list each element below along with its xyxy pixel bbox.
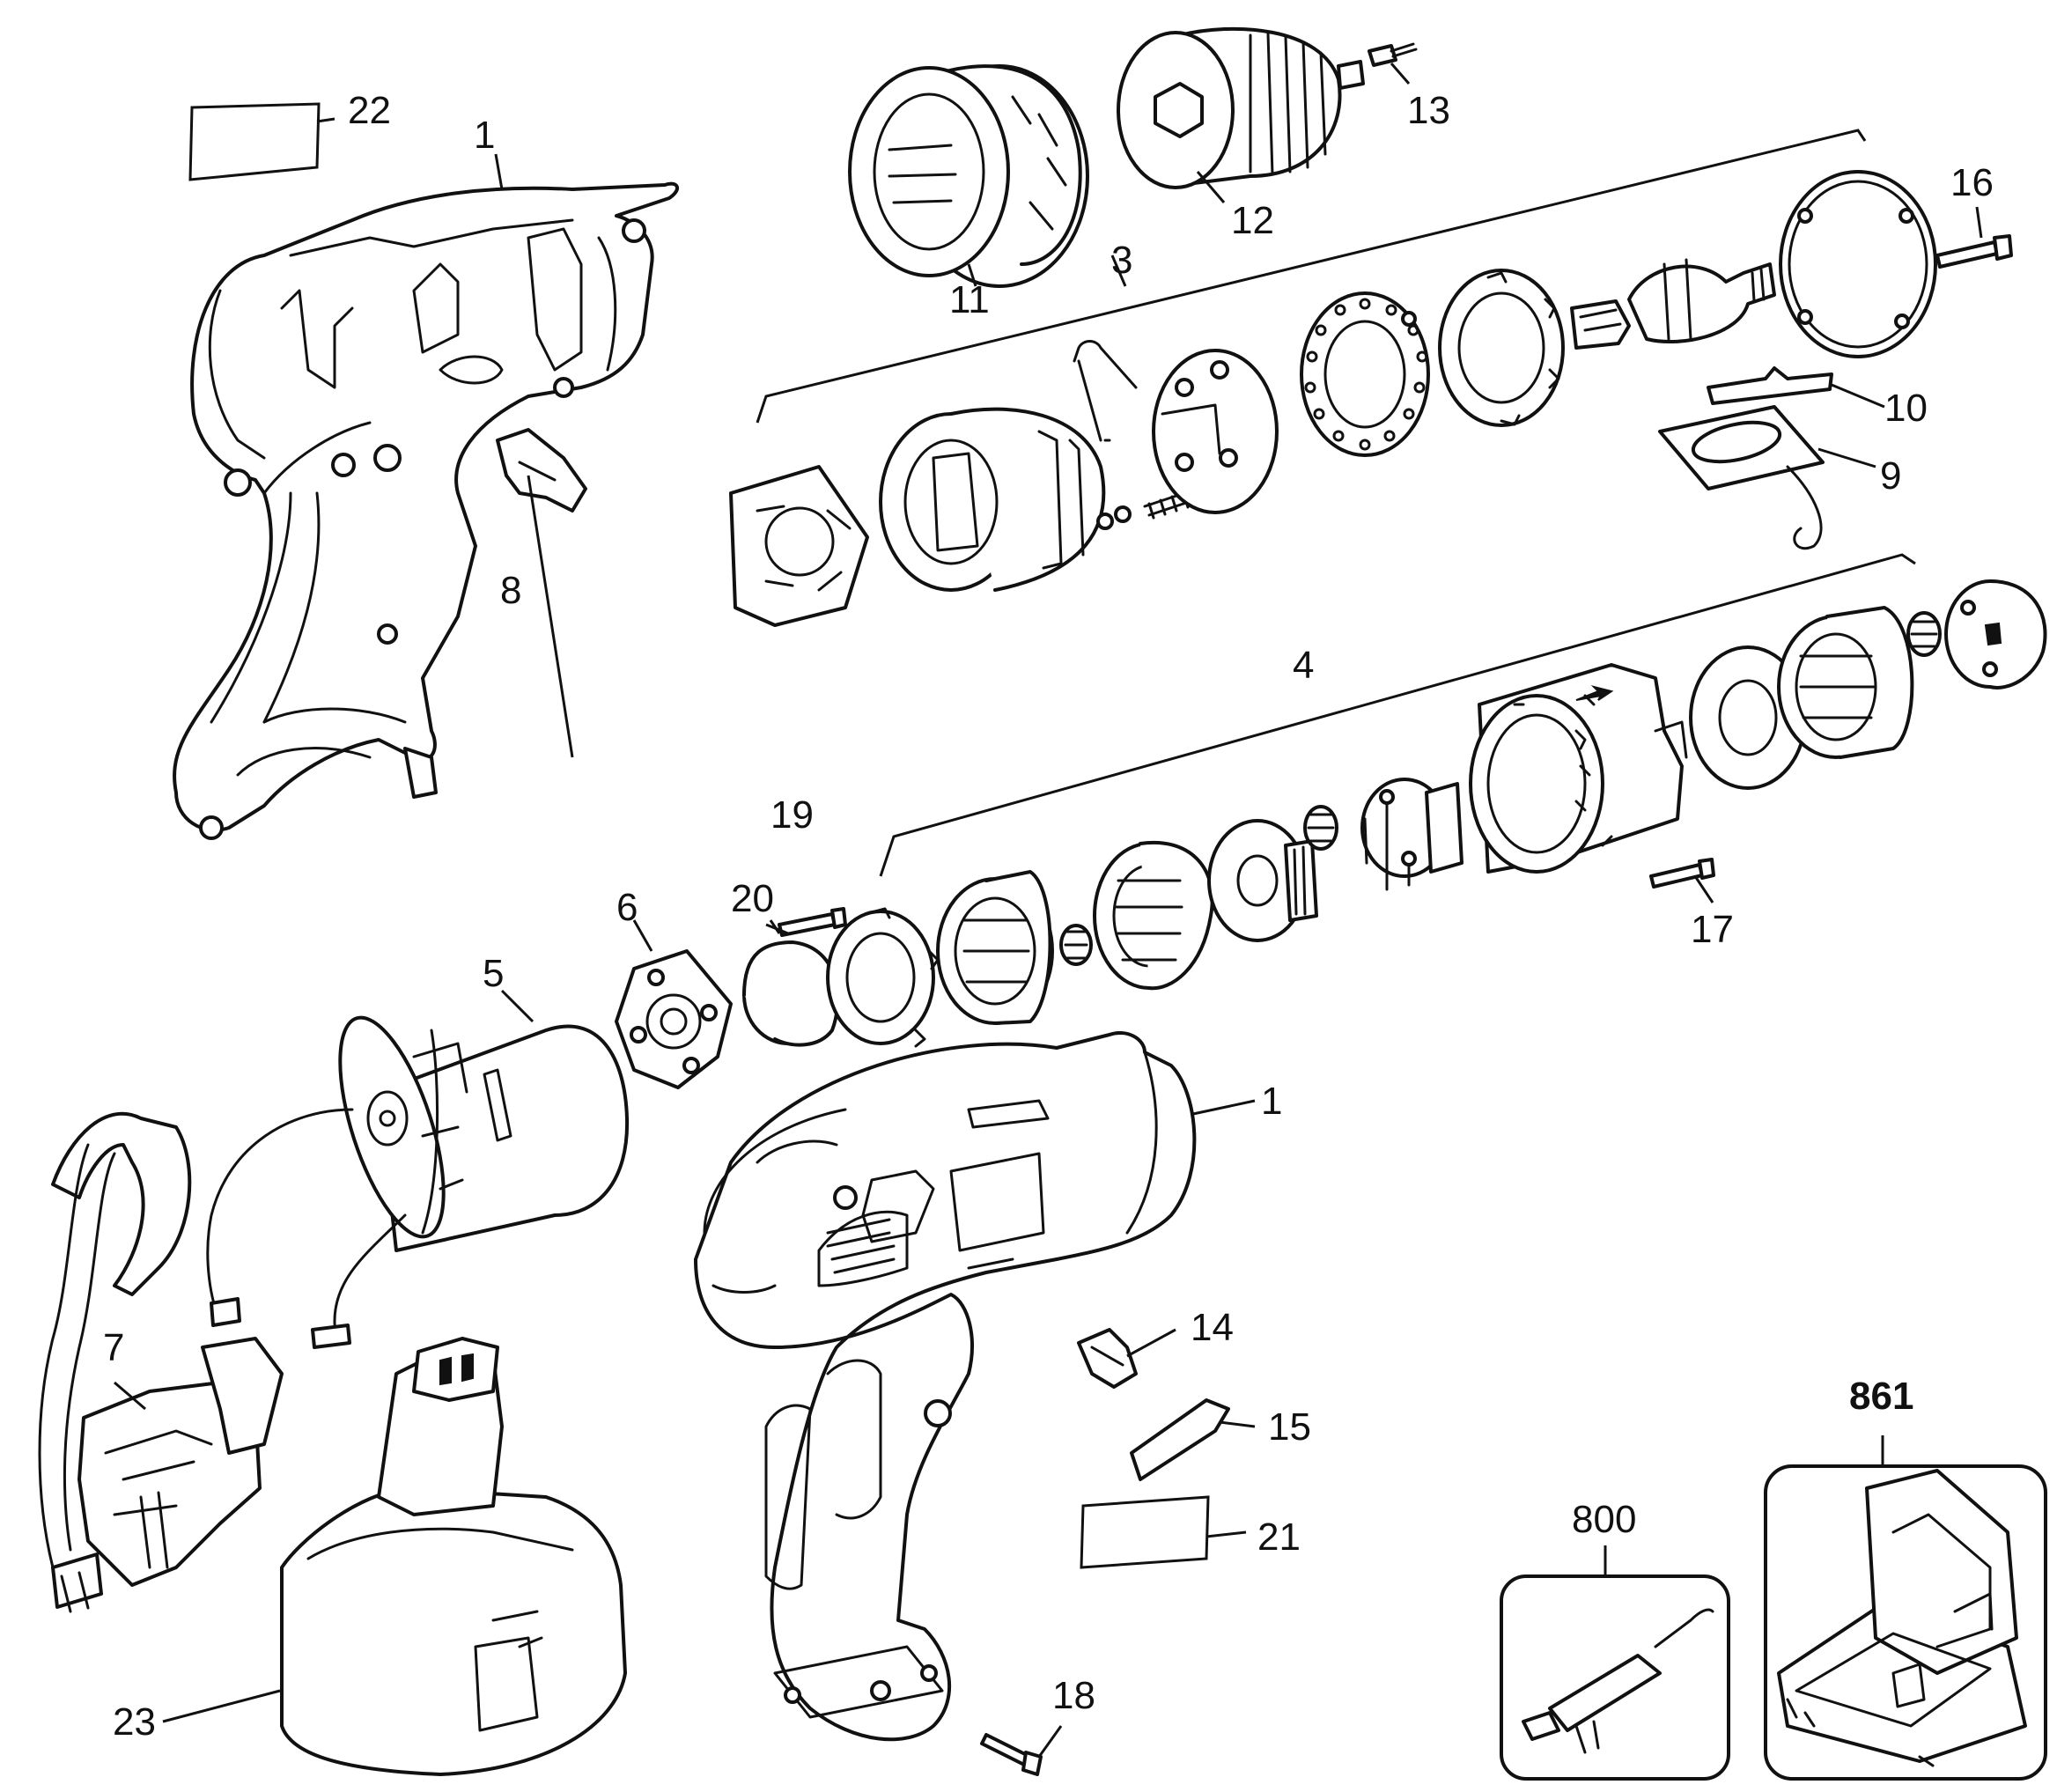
part-5-motor: [206, 1015, 630, 1349]
callout-20: 20: [731, 877, 774, 920]
callout-labels: 22 1 11 12 13 3 16 10 9 8 4 19 20 6 5 17…: [103, 89, 1994, 1744]
ring-holes: [1304, 298, 1428, 451]
callout-800: 800: [1572, 1498, 1636, 1541]
callout-6: 6: [616, 886, 638, 929]
callout-16: 16: [1950, 161, 1994, 204]
part-23-battery: [280, 1337, 627, 1776]
callout-7: 7: [103, 1326, 124, 1369]
callout-21: 21: [1257, 1515, 1301, 1559]
part-18-screw: [980, 1733, 1043, 1776]
callout-11: 11: [949, 278, 990, 321]
part-4-transmission: [742, 579, 2047, 1048]
callout-8: 8: [500, 569, 521, 612]
callout-22: 22: [348, 89, 391, 132]
callout-18: 18: [1052, 1674, 1095, 1717]
bracket-assembly-4: [879, 553, 1916, 877]
callout-15: 15: [1268, 1405, 1311, 1449]
bracket-assembly-3: [756, 129, 1867, 424]
callout-19: 19: [770, 793, 814, 837]
part-16-screw: [1935, 234, 2013, 269]
part-22-label: [188, 102, 321, 181]
part-21-label: [1080, 1495, 1210, 1569]
callout-1-lower: 1: [1261, 1080, 1282, 1123]
callout-9: 9: [1880, 454, 1901, 498]
callout-14: 14: [1191, 1306, 1234, 1349]
part-13-screw: [1368, 42, 1418, 67]
part-8-spring-clip: [496, 428, 587, 513]
callout-23: 23: [113, 1700, 156, 1744]
callout-10: 10: [1884, 387, 1928, 430]
callout-4: 4: [1293, 644, 1314, 687]
callout-5: 5: [483, 952, 504, 995]
callout-3: 3: [1111, 239, 1132, 282]
callout-17: 17: [1691, 908, 1734, 951]
part-1-housing-main: [694, 1031, 1197, 1742]
part-7-switch: [38, 1111, 284, 1613]
part-12-chuck: [1117, 26, 1365, 189]
part-1-housing-half-left: [173, 181, 679, 840]
part-14-clip: [1077, 1328, 1138, 1389]
part-10-shift-slide: [1707, 366, 1833, 405]
callout-12: 12: [1231, 199, 1274, 242]
part-15-bit: [1130, 1398, 1230, 1481]
callout-861: 861: [1849, 1375, 1913, 1418]
part-11-collar: [848, 64, 1089, 288]
callout-13: 13: [1407, 89, 1450, 132]
part-3-gear-assembly: [729, 170, 1937, 627]
part-800-accessory-box: [1500, 1574, 1730, 1781]
part-861-case-box: [1764, 1464, 2047, 1781]
part-6-motor-plate: [615, 949, 733, 1089]
leader-lines: [114, 63, 1983, 1758]
callout-1-upper: 1: [474, 114, 495, 157]
part-9-shift-button: [1658, 405, 1825, 549]
